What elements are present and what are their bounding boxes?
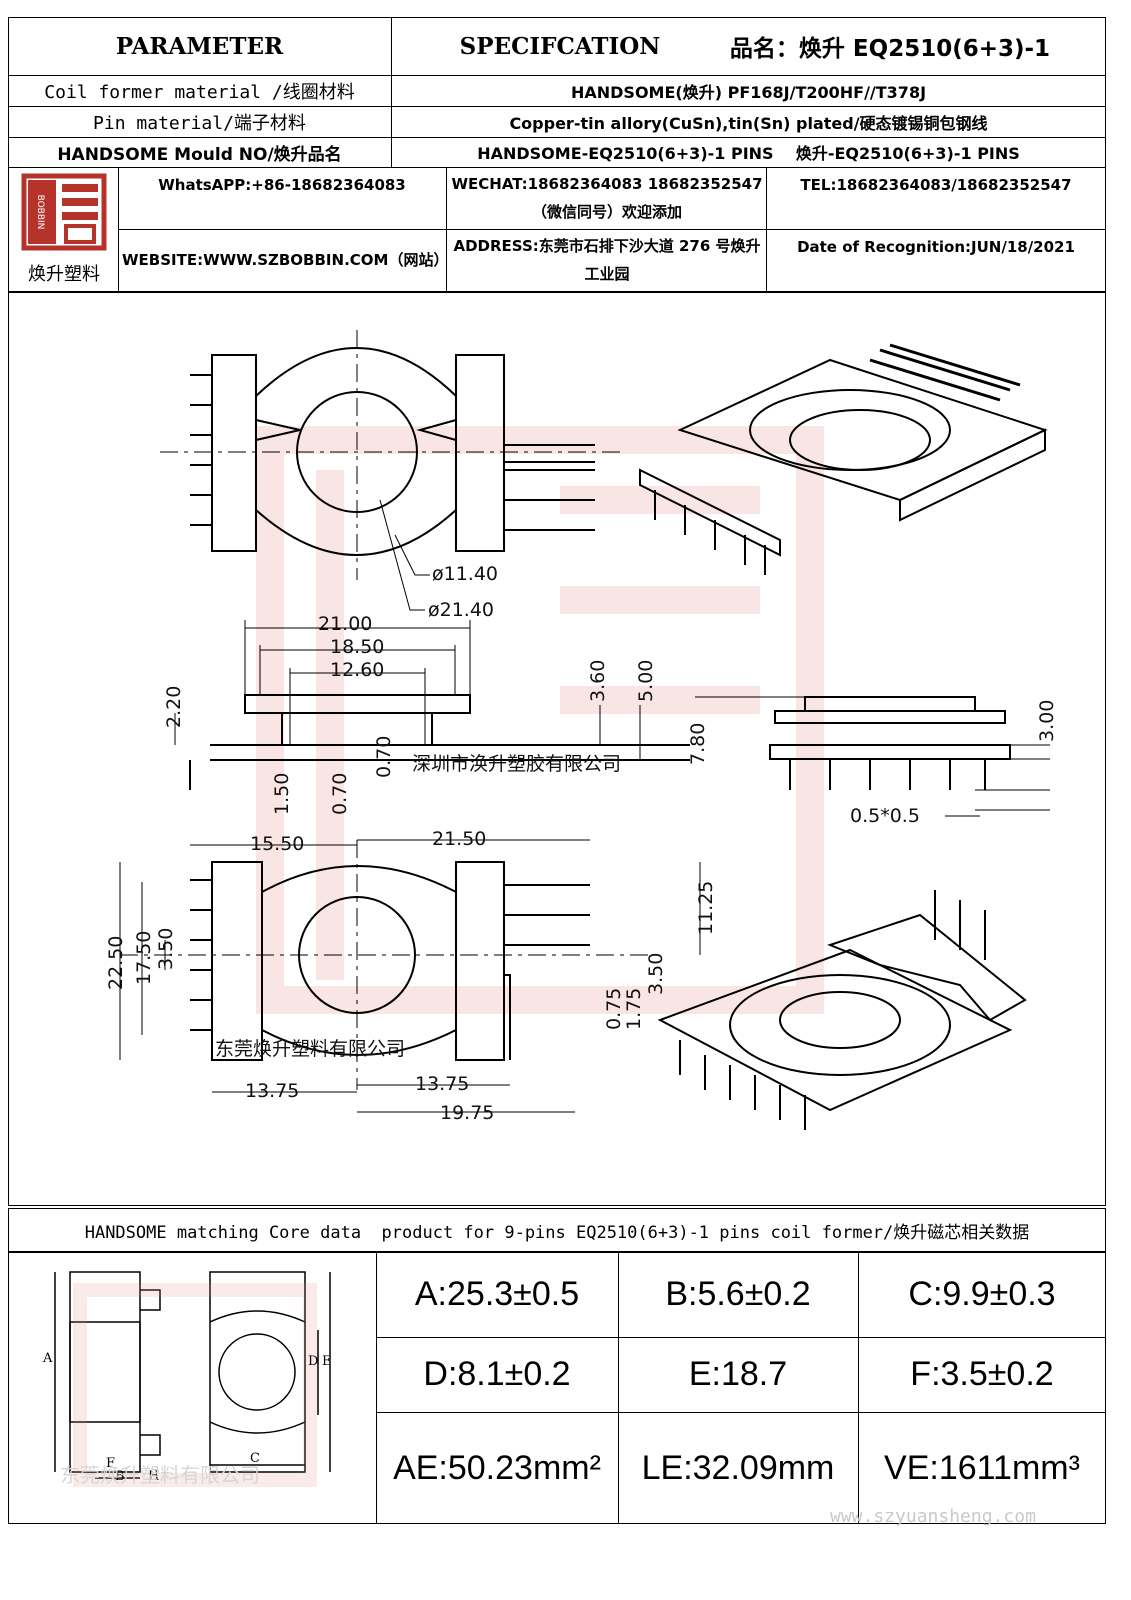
coil-former-value: HANDSOME(焕升) PF168J/T200HF//T378J	[570, 82, 927, 102]
dim-height-3-5-a: 3.50	[155, 928, 177, 970]
dim-height-22-5: 22.50	[105, 936, 127, 990]
mould-no-label: HANDSOME Mould NO/焕升品名	[57, 144, 342, 165]
dim-height-17-5: 17.50	[133, 931, 155, 985]
isometric-view-bottom	[657, 890, 1027, 1130]
footer-url-watermark: www.szyuansheng.com	[830, 1506, 1036, 1527]
core-label-a: A	[42, 1351, 53, 1366]
dim-outer-diameter: ø21.40	[428, 599, 494, 621]
dim-width-19-75: 19.75	[440, 1102, 494, 1124]
dim-height-0-75: 0.75	[603, 988, 625, 1030]
technical-drawing: ø11.40 ø21.40 21.00 18.50 12.60 3.6	[105, 330, 1058, 1130]
core-label-c: C	[250, 1451, 260, 1466]
coil-former-label: Coil former material /线圈材料	[44, 81, 355, 103]
dim-height-5: 5.00	[635, 660, 657, 702]
core-label-d: D	[308, 1354, 318, 1369]
core-data-section	[8, 1252, 1106, 1524]
dim-height-2-2: 2.20	[163, 686, 185, 728]
core-label-f: F	[106, 1456, 115, 1471]
dim-height-0-7-b: 0.70	[329, 773, 351, 815]
core-diagram: A F B H C D E 东莞焕升塑料有限公司	[42, 1271, 332, 1487]
core-value-f: F:3.5±0.2	[910, 1355, 1054, 1393]
specification-header: SPECIFCATION	[459, 32, 661, 60]
dim-height-3: 3.00	[1036, 700, 1058, 742]
mould-no-value: HANDSOME-EQ2510(6+3)-1 PINS 焕升-EQ2510(6+…	[477, 144, 1020, 163]
bottom-view	[119, 839, 701, 1113]
dim-width-13-75-a: 13.75	[245, 1080, 299, 1102]
dim-width-21: 21.00	[318, 613, 372, 635]
dim-height-11-25: 11.25	[695, 881, 717, 935]
date-of-recognition: Date of Recognition:JUN/18/2021	[797, 237, 1075, 256]
dim-width-18-5: 18.50	[330, 636, 384, 658]
pin-material-label: Pin material/端子材料	[93, 112, 306, 134]
dim-pin-size: 0.5*0.5	[850, 805, 920, 827]
spec-table	[8, 17, 1106, 292]
dim-width-12-6: 12.60	[330, 659, 384, 681]
side-view-right	[695, 696, 1050, 817]
core-value-b: B:5.6±0.2	[665, 1275, 811, 1313]
product-name: 品名：焕升 EQ2510(6+3)-1	[729, 36, 1051, 62]
core-data-title: HANDSOME matching Core data product for …	[8, 1208, 1106, 1252]
dim-width-15-5: 15.50	[250, 833, 304, 855]
core-label-b: B	[115, 1469, 125, 1484]
drawing-area	[8, 292, 1106, 1206]
top-view	[160, 330, 620, 611]
dim-width-21-5: 21.50	[432, 828, 486, 850]
company-logo: BOBBIN 焕升塑料	[14, 172, 114, 287]
dim-height-1-75: 1.75	[623, 988, 645, 1030]
address-info: ADDRESS:东莞市石排下沙大道 276 号焕升工业园	[453, 237, 761, 283]
tel-info: TEL:18682364083/18682352547	[800, 175, 1072, 194]
core-value-le: LE:32.09mm	[641, 1448, 835, 1487]
isometric-view-top	[639, 343, 1048, 575]
core-label-e: E	[322, 1354, 332, 1369]
logo-letters: BOBBIN	[35, 195, 45, 230]
side-view	[174, 620, 690, 790]
core-value-ae: AE:50.23mm²	[393, 1448, 601, 1487]
watermark-big: 东莞焕升塑料有限公司	[215, 1038, 405, 1060]
website-info: WEBSITE:WWW.SZBOBBIN.COM（网站）	[122, 251, 449, 269]
watermark-small: 深圳市涣升塑胶有限公司	[412, 753, 621, 775]
core-value-e: E:18.7	[688, 1355, 788, 1393]
core-value-a: A:25.3±0.5	[414, 1275, 580, 1313]
core-value-c: C:9.9±0.3	[908, 1275, 1056, 1313]
logo-caption: 焕升塑料	[28, 264, 100, 285]
wechat-info: WECHAT:18682364083 18682352547（微信同号）欢迎添加	[451, 175, 763, 221]
logo-mark-icon: BOBBIN	[21, 173, 107, 251]
core-value-d: D:8.1±0.2	[423, 1355, 571, 1393]
core-label-h: H	[148, 1469, 159, 1484]
whatsapp-info: WhatsAPP:+86-18682364083	[158, 175, 406, 194]
dim-height-7-8: 7.80	[687, 723, 709, 765]
core-watermark: 东莞焕升塑料有限公司	[60, 1463, 260, 1487]
core-value-ve: VE:1611mm³	[884, 1448, 1080, 1487]
dim-width-13-75-b: 13.75	[415, 1073, 469, 1095]
dim-height-1-5: 1.50	[271, 773, 293, 815]
parameter-header: PARAMETER	[115, 32, 284, 60]
dim-height-3-5-b: 3.50	[645, 953, 667, 995]
background-logo-watermark	[256, 426, 824, 1014]
pin-material-value: Copper-tin allory(CuSn),tin(Sn) plated/硬…	[509, 113, 988, 133]
dim-height-0-7-a: 0.70	[373, 736, 395, 778]
dim-height-3-6: 3.60	[587, 660, 609, 702]
dim-inner-diameter: ø11.40	[432, 563, 498, 585]
